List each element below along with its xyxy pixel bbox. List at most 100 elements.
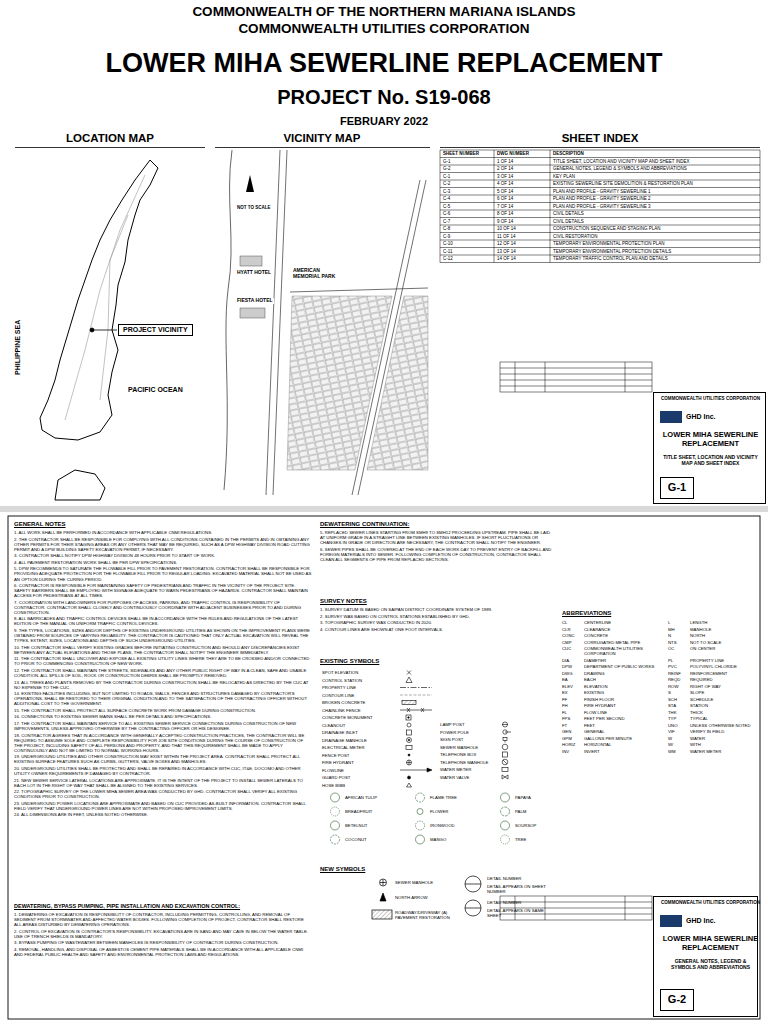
abbreviation-cell: WATER METER	[690, 749, 754, 754]
sheet-index-grid	[440, 172, 760, 173]
table-cell: TEMPORARY TRAFFIC CONTROL PLAN AND DETAI…	[553, 256, 758, 261]
abbreviation-cell: EXISTING	[584, 690, 666, 695]
tree-symbol	[331, 793, 510, 844]
abbreviation-cell: NORTH	[690, 633, 754, 638]
table-cell: TEMPORARY ENVIRONMENTAL PROTECTION DETAI…	[553, 249, 758, 254]
note-text: 23. UNDERGROUND POWER LOCATIONS ARE APPR…	[14, 801, 312, 811]
legend-text: CONTOUR LINE	[322, 693, 398, 698]
sheet-index-grid	[440, 240, 760, 241]
abbreviation-cell: REINF	[668, 671, 688, 676]
existing-symbol	[407, 730, 412, 735]
existing-symbol	[503, 722, 508, 727]
revision-table	[500, 902, 652, 903]
abbreviation-cell: FEET PER SECOND	[584, 716, 666, 721]
abbreviation-cell: REQD	[668, 677, 688, 682]
road	[290, 288, 428, 292]
legend-text: NORTH ARROW	[395, 895, 455, 900]
new-symbol	[465, 908, 481, 909]
legend-text: BROKEN CONCRETE	[322, 700, 398, 705]
table-cell: C-1	[443, 174, 493, 179]
legend-text: CLEANOUT	[322, 723, 398, 728]
abbreviation-cell: W	[668, 736, 688, 741]
new-symbol	[372, 910, 392, 919]
notes-heading: SURVEY NOTES	[320, 598, 552, 605]
company-name: GHD Inc.	[686, 413, 756, 421]
note-text: 12. THE CONTRACTOR SHALL MAINTAIN THE ST…	[14, 668, 312, 678]
new-symbol	[465, 876, 481, 892]
table-cell: C-7	[443, 219, 493, 224]
abbreviation-cell: WITH	[690, 742, 754, 747]
abbreviation-cell: FF	[562, 697, 582, 702]
legend-text: ELECTRICAL METER	[322, 745, 398, 750]
legend-text: POWER POLE	[440, 730, 496, 735]
note-text: 2. SURVEY WAS BASED ON CONTROL STATIONS …	[320, 614, 552, 619]
tree-symbol	[417, 809, 423, 815]
table-cell: C-5	[443, 204, 493, 209]
abbreviation-cell: SCH	[668, 697, 688, 702]
legend-text: AFRICAN TULIP	[345, 795, 413, 800]
map-label: PHILIPPINE SEA	[14, 320, 22, 375]
island-outline	[40, 160, 158, 440]
note-text: 1. DEWATERING OF EXCAVATION IS RESPONSIB…	[14, 912, 312, 927]
existing-symbol	[407, 671, 411, 675]
tree-symbol	[416, 793, 425, 802]
note-text: 5. DPW RECOMMENDS TO SATURATE THE FLOWAB…	[14, 566, 312, 581]
road	[273, 150, 287, 495]
sheet-index-grid	[440, 150, 441, 263]
existing-symbol	[400, 770, 428, 771]
sheet-index-grid	[440, 262, 760, 263]
abbreviation-cell: ON CENTER	[690, 646, 754, 651]
header-text: PROJECT No. S19-068	[14, 86, 754, 109]
map-label: FIESTA HOTEL	[236, 298, 274, 304]
map-label: NOT TO SCALE	[236, 205, 271, 210]
abbreviation-cell: CLR	[562, 627, 582, 632]
sheet-number-box: G-2	[660, 989, 694, 1011]
section-rule	[15, 147, 205, 148]
note-text: 21. NEW SEWER SERVICE LATERAL LOCATIONS …	[14, 778, 312, 788]
sheet-index-grid	[440, 232, 760, 233]
abbreviation-cell: HORIZONTAL	[584, 742, 666, 747]
abbreviation-cell: DEPARTMENT OF PUBLIC WORKS	[584, 664, 666, 669]
section-heading: SHEET INDEX	[500, 132, 700, 145]
abbreviation-cell: RIGHT OF WAY	[690, 684, 754, 689]
road	[266, 150, 428, 495]
table-cell: 13 OF 14	[497, 249, 549, 254]
legend-text: GUARD POST	[322, 775, 398, 780]
abbreviation-cell: FINISH FLOOR	[584, 697, 666, 702]
table-cell: C-2	[443, 181, 493, 186]
existing-symbol	[407, 738, 412, 743]
tree-symbol	[331, 821, 340, 830]
map-label: AMERICAN MEMORIAL PARK	[292, 268, 344, 280]
hotel-building	[240, 308, 265, 318]
table-cell: C-12	[443, 256, 493, 261]
legend-text: TREE	[515, 837, 565, 842]
abbreviation-cell: EA	[562, 677, 582, 682]
legend-text: DRAINAGE MANHOLE	[322, 738, 398, 743]
lot-grid	[367, 296, 428, 470]
new-symbol	[465, 900, 481, 916]
callout-text: PROJECT VICINITY	[123, 326, 188, 334]
existing-symbol	[409, 760, 410, 765]
abbreviation-cell: VIF	[668, 729, 688, 734]
callout-box: PROJECT VICINITY	[118, 324, 193, 336]
note-text: 1. SURVEY DATUM IS BASED ON SAIPAN DISTR…	[320, 607, 552, 612]
sheet-index-grid	[440, 150, 760, 263]
legend-text: DRAINAGE INLET	[322, 730, 398, 735]
notes-heading: DEWATERING, BYPASS PUMPING, PIPE INSTALL…	[14, 903, 312, 909]
sheet-index-grid	[440, 157, 760, 158]
map-label: HYATT HOTEL	[236, 270, 272, 276]
coastline	[224, 150, 232, 490]
new-symbol	[380, 879, 387, 886]
abbreviation-cell: W/	[668, 742, 688, 747]
abbreviation-cell: EX	[562, 690, 582, 695]
existing-symbol	[502, 744, 508, 750]
legend-text: PALM	[515, 809, 565, 814]
abbreviation-cell: CORRUGATED METAL PIPE	[584, 640, 666, 645]
sheet-index-grid	[440, 165, 760, 166]
note-text: 11. THE CONTRACTOR SHALL UNCOVER AND EXP…	[14, 656, 312, 666]
note-text: 3. TOPOGRAPHIC SURVEY WAS CONDUCTED IN 2…	[320, 620, 552, 625]
notes-heading: NEW SYMBOLS	[320, 866, 520, 873]
existing-symbol	[503, 760, 507, 764]
table-cell: 6 OF 14	[497, 196, 549, 201]
